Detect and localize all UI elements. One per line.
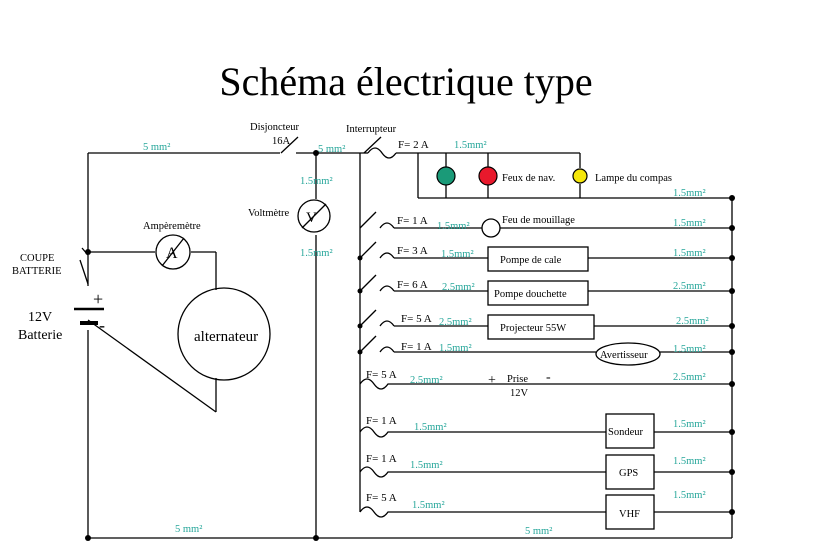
branch-return-size: 1.5mm² (673, 490, 706, 501)
wire-size-bottom-right: 5 mm² (525, 526, 552, 537)
disjoncteur-rating: 16A (272, 136, 291, 147)
prise-plus: + (488, 373, 496, 388)
branch-fuse: F= 1 A (401, 341, 432, 353)
load-box (487, 246, 589, 272)
branch-return-size: 2.5mm² (676, 316, 709, 327)
coupe-label-2: BATTERIE (12, 266, 62, 277)
wire-size-voltmeter-upper: 1.5mm² (300, 176, 333, 187)
branch-wire-size: 2.5mm² (442, 282, 475, 293)
branch-sondeur: F= 1 A 1.5mm² Sondeur 1.5mm² (359, 413, 706, 449)
wire-size-left-top: 5 mm² (143, 142, 170, 153)
compass-lamp-label: Lampe du compas (595, 173, 672, 184)
battery-name: Batterie (18, 328, 62, 343)
coupe-batterie-switch (79, 247, 89, 285)
branch-vhf: F= 5 A 1.5mm² VHF 1.5mm² (359, 490, 706, 530)
branch-pompe-de-cale: F= 3 A 1.5mm² Pompe de cale 1.5mm² (359, 241, 706, 272)
load-box (605, 413, 655, 449)
nav-lamp-red-icon (478, 166, 498, 186)
branch-load: Sondeur (608, 427, 644, 438)
battery-minus: - (99, 315, 105, 335)
nav-return-wire-size: 1.5mm² (673, 188, 706, 199)
battery-symbol (74, 307, 104, 325)
branch-return-size: 1.5mm² (673, 456, 706, 467)
alternator-label: alternateur (194, 329, 258, 345)
branch-wire-size: 1.5mm² (410, 460, 443, 471)
ammeter-icon (155, 234, 191, 270)
branch-projecteur: F= 5 A 2.5mm² Projecteur 55W 2.5mm² (359, 309, 709, 340)
prise-label-2: 12V (510, 388, 529, 399)
branch-return-size: 1.5mm² (673, 248, 706, 259)
nav-wire-size: 1.5mm² (454, 140, 487, 151)
branch-return-size: 1.5mm² (673, 218, 706, 229)
branch-fuse: F= 1 A (397, 215, 428, 227)
diagram-title: Schéma électrique type (219, 59, 592, 104)
branch-load: Pompe de cale (500, 255, 562, 266)
nav-lamp-green-icon (436, 166, 456, 186)
compass-lamp-icon (572, 168, 588, 184)
branch-fuse: F= 3 A (397, 245, 428, 257)
branch-fuse: F= 6 A (397, 279, 428, 291)
coupe-label-1: COUPE (20, 253, 54, 264)
wire-size-bottom-left: 5 mm² (175, 524, 202, 535)
branch-fuse: F= 5 A (401, 313, 432, 325)
branch-fuse: F= 1 A (366, 453, 397, 465)
load-box (605, 454, 655, 490)
ammeter-label: Ampèremètre (143, 221, 201, 232)
branch-wire-size: 1.5mm² (439, 343, 472, 354)
alternator-icon (177, 287, 271, 381)
prise-label-1: Prise (507, 374, 528, 385)
branch-return-size: 1.5mm² (673, 344, 706, 355)
branch-avertisseur: F= 1 A 1.5mm² Avertisseur 1.5mm² (359, 335, 706, 366)
voltmeter-symbol: V (306, 210, 317, 226)
nav-fuse-icon (367, 147, 397, 159)
branch-wire-size: 2.5mm² (410, 375, 443, 386)
branch-fuse: F= 1 A (366, 415, 397, 427)
disjoncteur-label: Disjoncteur (250, 122, 299, 133)
branch-feu-de-mouillage: F= 1 A 1.5mm² Feu de mouillage 1.5mm² (359, 211, 706, 238)
branch-load: VHF (619, 509, 640, 520)
branch-gps: F= 1 A 1.5mm² GPS 1.5mm² (359, 453, 706, 490)
junction-dots (85, 150, 735, 541)
load-box (605, 494, 655, 530)
branch-load: GPS (619, 468, 638, 479)
interrupteur-switch (363, 136, 382, 154)
battery-voltage: 12V (28, 310, 52, 325)
load-box (487, 314, 595, 340)
anchor-lamp-icon (481, 218, 501, 238)
branch-return-size: 1.5mm² (673, 419, 706, 430)
branch-wire-size: 2.5mm² (439, 317, 472, 328)
nav-fuse-label: F= 2 A (398, 139, 429, 151)
load-box (487, 280, 589, 306)
wire-size-voltmeter-lower: 1.5mm² (300, 248, 333, 259)
branch-load: Feu de mouillage (502, 215, 575, 226)
branch-wire-size: 1.5mm² (414, 422, 447, 433)
branch-prise-12v: F= 5 A 2.5mm² + Prise 12V - 2.5mm² (359, 369, 706, 399)
branch-load: Projecteur 55W (500, 323, 566, 334)
wire-size-after-breaker: 5 mm² (318, 144, 345, 155)
branch-fuse: F= 5 A (366, 369, 397, 381)
branch-pompe-douchette: F= 6 A 2.5mm² Pompe douchette 2.5mm² (359, 274, 706, 306)
voltmeter-icon (297, 199, 331, 233)
branch-wire-size: 1.5mm² (412, 500, 445, 511)
branch-load: Pompe douchette (494, 289, 567, 300)
prise-minus: - (546, 370, 551, 385)
disjoncteur-switch (280, 136, 299, 154)
nav-lights-label: Feux de nav. (502, 173, 555, 184)
branch-wire-size: 1.5mm² (441, 249, 474, 260)
battery-plus: + (93, 289, 103, 309)
interrupteur-label: Interrupteur (346, 124, 397, 135)
branch-load: Avertisseur (600, 350, 648, 361)
branch-wire-size: 1.5mm² (437, 221, 470, 232)
wiring (87, 152, 733, 539)
branch-return-size: 2.5mm² (673, 372, 706, 383)
horn-icon (595, 342, 661, 366)
branch-fuse: F= 5 A (366, 492, 397, 504)
branch-return-size: 2.5mm² (673, 281, 706, 292)
ammeter-symbol: A (166, 245, 178, 262)
voltmeter-label: Voltmètre (248, 208, 290, 219)
